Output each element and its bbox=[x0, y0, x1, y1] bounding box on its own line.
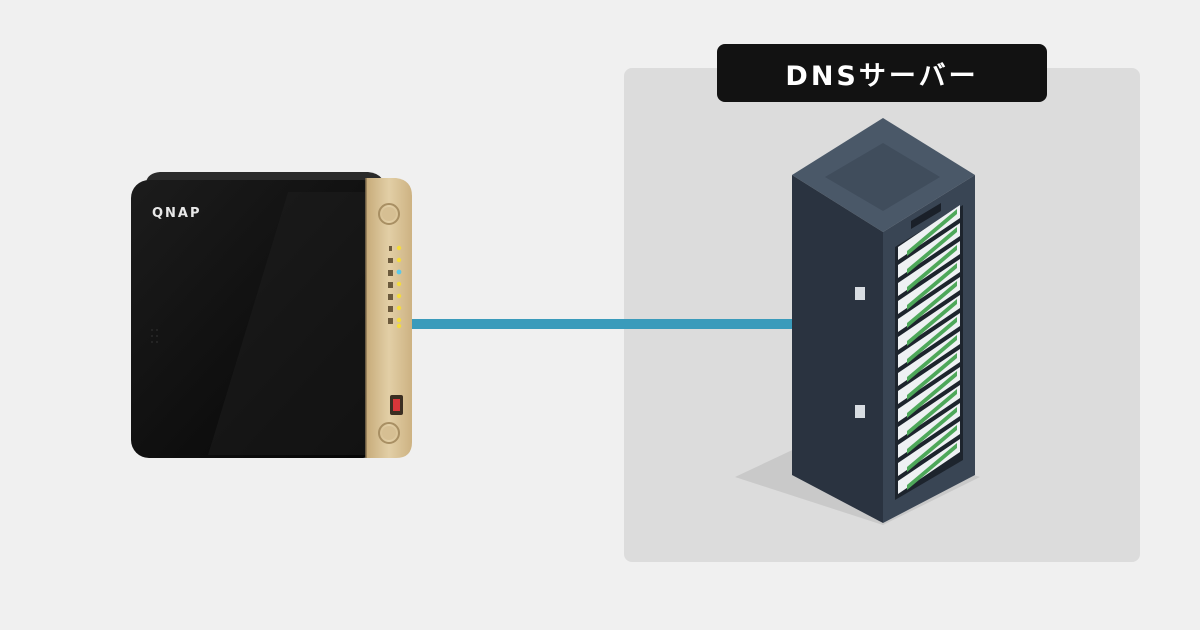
rack-drive-strip bbox=[907, 443, 957, 490]
rack-drive-strip bbox=[907, 245, 957, 292]
rack-drive-strip bbox=[907, 335, 957, 382]
rack-drive-strip bbox=[907, 263, 957, 310]
nas-brand-logo: QNAP bbox=[152, 206, 202, 221]
rack-drive-strip bbox=[907, 317, 957, 364]
server-rack-icon bbox=[735, 118, 980, 525]
nas-device-icon: QNAP bbox=[131, 172, 412, 458]
rack-drive-strip bbox=[907, 371, 957, 418]
network-cable bbox=[412, 319, 794, 329]
rack-drive-strip bbox=[907, 227, 957, 274]
rack-drive-strip bbox=[907, 209, 957, 256]
rack-drive-strip bbox=[907, 389, 957, 436]
rack-drive-strip bbox=[907, 281, 957, 328]
dns-server-label: DNSサーバー bbox=[717, 44, 1047, 102]
rack-drive-strip bbox=[907, 425, 957, 472]
rack-drive-strip bbox=[907, 407, 957, 454]
rack-drive-strip bbox=[907, 353, 957, 400]
rack-drive-strip bbox=[907, 299, 957, 346]
